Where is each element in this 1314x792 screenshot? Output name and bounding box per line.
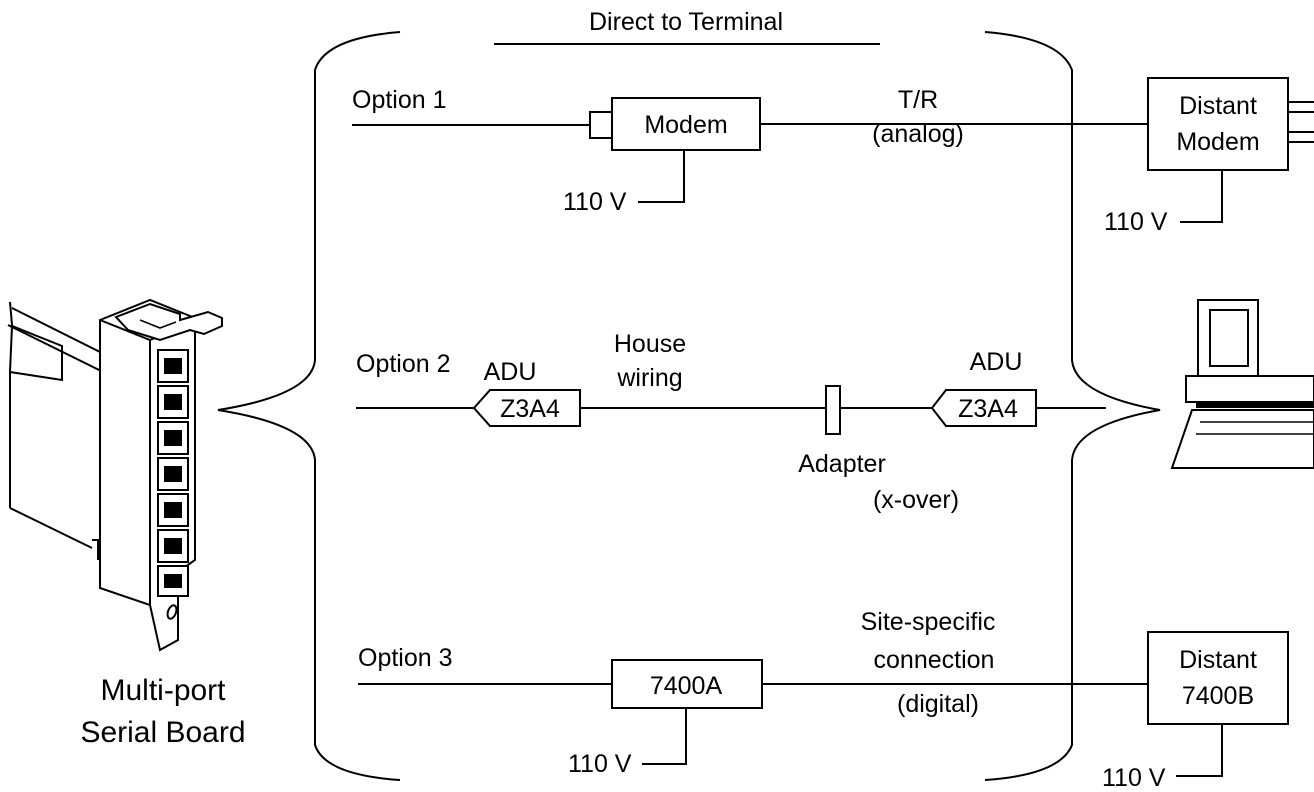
- modem-box: [611, 97, 761, 151]
- site-specific-label: Site-specific: [861, 608, 996, 636]
- option-1-row: Option 1 Modem 110 V T/R (analog) Distan…: [352, 77, 1314, 236]
- distant-7400b-box: [1147, 631, 1289, 725]
- adu-left-code: Z3A4: [500, 395, 560, 423]
- option-2-label: Option 2: [356, 350, 451, 378]
- distant-modem-line2: Modem: [1176, 128, 1259, 156]
- option-3-row: Option 3 7400A 110 V Site-specific conne…: [358, 608, 1289, 792]
- x-over-label: (x-over): [873, 486, 959, 514]
- distant-modem-power-label: 110 V: [1104, 208, 1168, 236]
- terminal-computer-icon: [1170, 299, 1314, 469]
- label-7400a: 7400A: [650, 672, 723, 700]
- adapter-label: Adapter: [798, 450, 886, 478]
- board-label-line1: Multi-port: [100, 674, 226, 707]
- modem-label: Modem: [644, 111, 727, 139]
- left-brace: [217, 31, 401, 781]
- house-wiring-line1: House: [614, 330, 686, 358]
- analog-label: (analog): [872, 120, 964, 148]
- distant-7400b-line2: 7400B: [1182, 682, 1254, 710]
- distant-modem-box: [1147, 77, 1289, 171]
- serial-ports: [157, 349, 189, 597]
- tr-label: T/R: [898, 86, 938, 114]
- serial-board-illustration: [7, 298, 223, 652]
- house-wiring-line2: wiring: [616, 364, 682, 392]
- right-brace: [984, 31, 1161, 781]
- distant-7400b-line1: Distant: [1179, 646, 1257, 674]
- board-label-line2: Serial Board: [80, 716, 245, 749]
- adu-right-title: ADU: [970, 348, 1023, 376]
- modem-power-label: 110 V: [563, 188, 627, 216]
- option-3-label: Option 3: [358, 644, 453, 672]
- option-2-row: Option 2 ADU Z3A4 House wiring Adapter (…: [356, 330, 1106, 514]
- digital-label: (digital): [897, 690, 979, 718]
- diagram-title: Direct to Terminal: [589, 8, 783, 36]
- adu-right-code: Z3A4: [958, 395, 1018, 423]
- distant-7400b-power-label: 110 V: [1102, 764, 1166, 792]
- connection-label: connection: [874, 646, 995, 674]
- distant-modem-line1: Distant: [1179, 92, 1257, 120]
- option-1-label: Option 1: [352, 86, 447, 114]
- power-7400a-label: 110 V: [568, 750, 632, 778]
- modem-connector: [589, 111, 613, 139]
- adu-left-title: ADU: [484, 358, 537, 386]
- adapter-box: [825, 385, 841, 435]
